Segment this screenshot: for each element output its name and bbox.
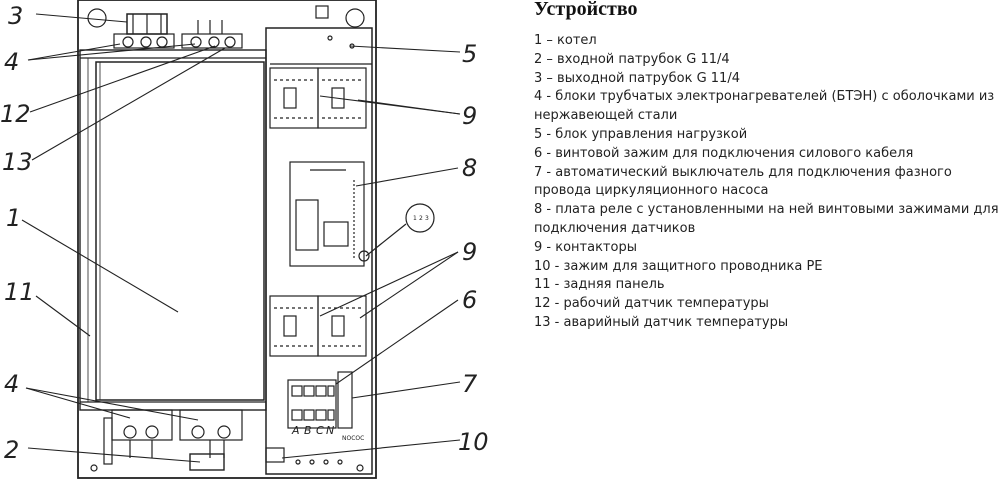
legend-item: 8 - плата реле с установленными на ней в… [534, 202, 999, 236]
callout-4-bottom: 4 [4, 370, 19, 398]
top-knock-out [315, 5, 329, 19]
legend-item: 12 - рабочий датчик температуры [534, 296, 769, 312]
heating-block-bottom [103, 409, 243, 465]
callout-1: 1 [6, 204, 21, 232]
callout-12: 12 [0, 100, 31, 128]
legend-item: 2 – входной патрубок G 11/4 [534, 51, 730, 67]
relay-board [289, 161, 365, 267]
phase-label-c: C [316, 424, 324, 437]
heating-block-top [113, 20, 243, 49]
callout-10: 10 [458, 428, 489, 456]
callout-6: 6 [462, 286, 477, 314]
sensor-digit-1: 1 [413, 215, 417, 222]
phase-label-n: N [326, 424, 334, 437]
mount-hole-bottom-left [90, 464, 98, 472]
control-block [265, 27, 373, 475]
callout-7: 7 [462, 370, 478, 398]
callout-5: 5 [462, 40, 477, 68]
sensor-digit-3: 3 [425, 215, 429, 222]
legend-title: Устройство [534, 0, 638, 20]
circuit-breaker [337, 371, 353, 429]
legend-item: 1 – котел [534, 33, 597, 48]
legend-item: 5 - блок управления нагрузкой [534, 126, 748, 142]
callout-3: 3 [8, 2, 23, 30]
callout-2: 2 [4, 436, 19, 464]
contactors-top [269, 67, 367, 129]
legend-item: 9 - контакторы [534, 239, 637, 255]
callout-9-bottom: 9 [462, 238, 477, 266]
phase-label-a: A [291, 424, 300, 437]
mount-hole-top-right [345, 8, 365, 28]
callout-11: 11 [4, 278, 35, 306]
housing-outline [77, 0, 377, 479]
legend-item: 7 - автоматический выключатель для подкл… [534, 164, 952, 199]
leader-lines [21, 13, 461, 463]
pe-terminal [265, 447, 285, 463]
legend-item: 11 - задняя панель [534, 277, 665, 293]
mount-hole-top-left [87, 8, 107, 28]
terminal-mark: NOCOC [342, 435, 364, 442]
boiler-diagram: 1 2 3 A B C N NOCOC [0, 0, 489, 479]
legend-item: 13 - аварийный датчик температуры [534, 314, 789, 330]
callout-8: 8 [462, 154, 477, 182]
callout-4-top: 4 [4, 48, 19, 76]
legend-list: 1 – котел 2 – входной патрубок G 11/4 3 … [534, 32, 1000, 333]
sensor-terminal [358, 203, 435, 262]
callout-9-top: 9 [462, 102, 477, 130]
inlet-pipe [189, 453, 225, 471]
phase-label-b: B [304, 424, 312, 437]
outlet-pipe [126, 13, 168, 35]
boiler-body [95, 61, 265, 401]
legend-item: 3 – выходной патрубок G 11/4 [534, 70, 740, 86]
legend-item: 10 - зажим для защитного проводника PE [534, 258, 823, 274]
sensor-digit-2: 2 [419, 215, 423, 222]
boiler-frame [79, 49, 267, 411]
legend-item: 6 - винтовой зажим для подключения силов… [534, 145, 914, 161]
power-terminal [287, 379, 337, 429]
legend-item: 4 - блоки трубчатых электронагревателей … [534, 89, 995, 124]
callout-13: 13 [2, 148, 33, 176]
mount-hole-bottom-right [356, 464, 364, 472]
contactors-bottom [269, 295, 367, 357]
